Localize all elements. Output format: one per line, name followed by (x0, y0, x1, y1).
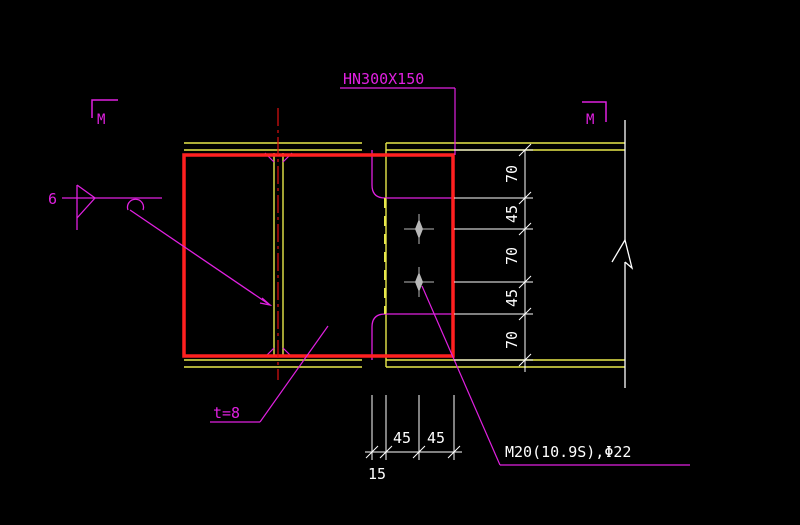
bolt-spec-label: M20(10.9S),Φ22 (505, 443, 631, 461)
section-marker-right (582, 101, 607, 122)
bolt-spec-leader (421, 285, 690, 466)
bolt-top (404, 214, 434, 244)
dim-gap: 15 (368, 465, 386, 483)
section-marker-right-label: M (586, 112, 594, 128)
dim-vertical-4: 45 (503, 289, 521, 307)
dim-horizontal-2: 45 (427, 429, 445, 447)
dim-vertical-1: 70 (503, 165, 521, 183)
bolt-bottom (404, 267, 434, 297)
beam-spec-label: HN300X150 (343, 70, 424, 88)
dim-vertical-2: 45 (503, 205, 521, 223)
weld-symbol (62, 184, 273, 307)
dim-vertical-3: 70 (503, 247, 521, 265)
highlight-box (182, 153, 455, 358)
horizontal-dimension-chain (365, 395, 462, 460)
dim-horizontal-1: 45 (393, 429, 411, 447)
plate-thickness-label: t=8 (213, 404, 240, 422)
vertical-dimension-chain (454, 143, 533, 372)
section-marker-left (91, 99, 118, 118)
beam-spec-leader (340, 87, 456, 155)
column-section (184, 142, 362, 368)
plate-thickness-leader (210, 325, 329, 423)
section-marker-left-label: M (97, 112, 105, 128)
weld-size-label: 6 (48, 190, 57, 208)
dim-vertical-5: 70 (503, 331, 521, 349)
break-line (611, 120, 634, 388)
